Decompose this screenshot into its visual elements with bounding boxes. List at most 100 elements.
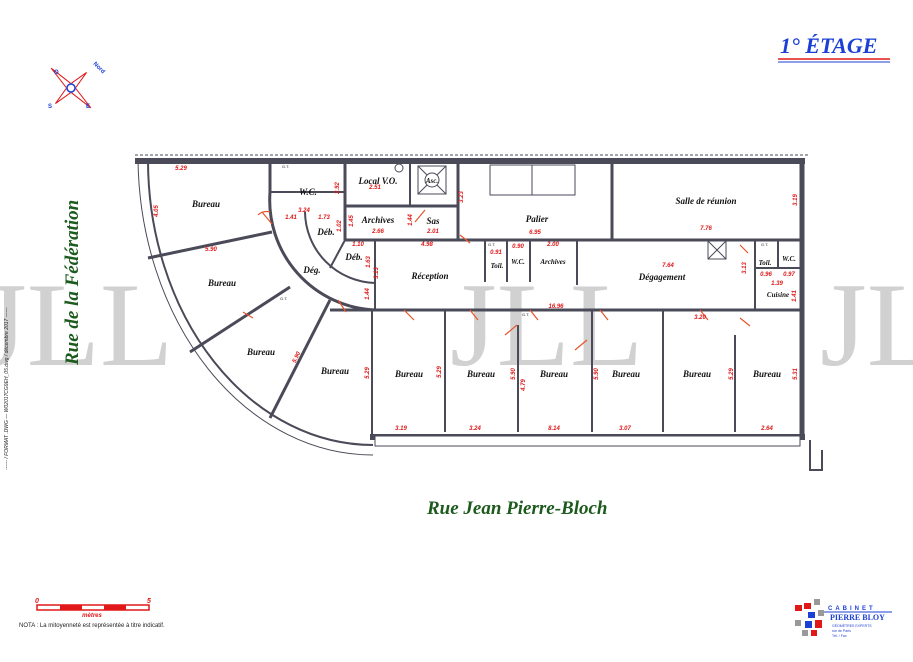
building-walls [135, 154, 823, 471]
gt-label: G.T. [488, 242, 495, 247]
file-reference-note: ------ / FORMAT .DWG — W02017CG9EH_05.dw… [4, 307, 10, 470]
watermark-text: JLL [450, 258, 643, 391]
watermark-text: JLL [0, 258, 173, 391]
dimension: 6.95 [529, 230, 541, 236]
room-label: Sas [426, 216, 440, 226]
room-label: Bureau [682, 369, 711, 379]
jll-watermark: JLL JLL JLL [0, 258, 913, 391]
logo-line: rue de Paris [832, 629, 851, 633]
dimension: 5.90 [292, 350, 303, 364]
room-label: Salle de réunion [675, 196, 736, 206]
compass-north: Nord [92, 61, 106, 75]
dimension: 5.90 [511, 368, 517, 380]
dimension: 3.24 [298, 208, 310, 214]
room-label: Bureau [320, 366, 349, 376]
dimension: 5.29 [365, 367, 371, 379]
dimension: 7.64 [662, 263, 674, 269]
dimension: 3.24 [469, 426, 481, 432]
dimension: 8.14 [548, 426, 560, 432]
compass-south: S [48, 104, 52, 110]
dimension: 7.76 [700, 226, 712, 232]
dimension: 1.41 [285, 215, 297, 221]
dimension: 5.29 [175, 166, 187, 172]
dimension: 1.39 [771, 281, 783, 287]
dimension: 0.90 [512, 244, 524, 250]
dimension: 4.79 [521, 379, 527, 392]
cabinet-logo: CABINET PIERRE BLOY GÉOMÈTRES EXPERTS ru… [795, 599, 892, 638]
room-label: W.C. [511, 258, 525, 266]
dimension: 2.66 [371, 229, 384, 235]
logo-line: Tél. / Fax [832, 634, 847, 638]
gt-label: G.T. [761, 242, 768, 247]
dimension: 1.63 [366, 256, 372, 268]
dimension: 3.19 [793, 194, 799, 206]
dimension: 1.44 [365, 288, 371, 300]
dimension: 3.07 [619, 426, 631, 432]
room-label: W.C. [299, 187, 317, 197]
dimension: 3.23 [459, 191, 465, 203]
dimension: 2.00 [546, 242, 559, 248]
dimension: 4.98 [420, 242, 433, 248]
dimension: 16.96 [548, 304, 564, 310]
dimension: 4.05 [154, 205, 160, 218]
room-label: Bureau [611, 369, 640, 379]
dimension: 0.97 [783, 272, 795, 278]
dimension: 3.13 [374, 267, 380, 279]
logo-line: CABINET [828, 606, 876, 612]
street-left-label: Rue de la Fédération [62, 200, 83, 366]
logo-line: GÉOMÈTRES EXPERTS [832, 623, 872, 628]
watermark-text: JLL [820, 258, 913, 391]
gt-label: G.T. [280, 296, 287, 301]
room-label: Bureau [207, 278, 236, 288]
room-label: Dégagement [638, 272, 686, 282]
dimension-labels: 5.29 4.05 5.90 2.92 3.24 1.41 1.73 1.02 … [154, 166, 799, 432]
dimension: 1.44 [408, 214, 414, 226]
dimension: 2.64 [760, 426, 773, 432]
dimension: 2.51 [368, 185, 381, 191]
room-label: Toil. [759, 259, 772, 267]
room-label: Dég. [302, 265, 320, 275]
room-label: Local V.O. [357, 176, 397, 186]
door-swings [242, 209, 751, 351]
dimension: 1.10 [352, 242, 364, 248]
room-labels: Bureau Bureau Bureau Bureau W.C. Local V… [191, 176, 796, 379]
compass-east: E [86, 104, 90, 110]
room-label: Bureau [466, 369, 495, 379]
dimension: 5.29 [729, 368, 735, 380]
gt-label: G.T. [522, 312, 529, 317]
room-label: Réception [411, 271, 449, 281]
street-bottom-label: Rue Jean Pierre-Bloch [426, 498, 608, 519]
floor-title: 1° ÉTAGE [780, 33, 877, 58]
room-label: Asc. [425, 177, 439, 185]
room-label: Déb. [316, 227, 334, 237]
dimension: 2.01 [426, 229, 439, 235]
dimension: 3.19 [395, 426, 407, 432]
dimension: 0.91 [490, 250, 502, 256]
dimension: 1.02 [337, 220, 343, 232]
scale-bar: 0 5 mètres [35, 598, 151, 619]
room-label: Archives [539, 258, 566, 266]
room-label: Archives [361, 215, 395, 225]
dimension: 3.20 [694, 315, 706, 321]
room-label: Cuisine [767, 291, 789, 299]
room-label: Déb. [344, 252, 362, 262]
dimension: 3.13 [742, 262, 748, 274]
scale-end: 5 [147, 598, 151, 605]
compass-rose-icon [50, 67, 92, 109]
dimension: 5.31 [793, 368, 799, 380]
logo-line: PIERRE BLOY [830, 613, 885, 622]
dimension: 5.90 [205, 247, 217, 253]
dimension: 5.90 [594, 368, 600, 380]
room-label: Bureau [394, 369, 423, 379]
room-label: Bureau [539, 369, 568, 379]
dimension: 2.92 [335, 182, 341, 195]
dimension: 1.73 [318, 215, 330, 221]
room-label: W.C. [782, 255, 796, 263]
gt-label: G.T. [282, 164, 289, 169]
room-label: Bureau [752, 369, 781, 379]
dimension: 1.45 [349, 215, 355, 227]
nota-text: NOTA : La mitoyenneté est représentée à … [19, 623, 165, 629]
room-label: Toil. [491, 262, 504, 270]
room-label: Bureau [191, 199, 220, 209]
